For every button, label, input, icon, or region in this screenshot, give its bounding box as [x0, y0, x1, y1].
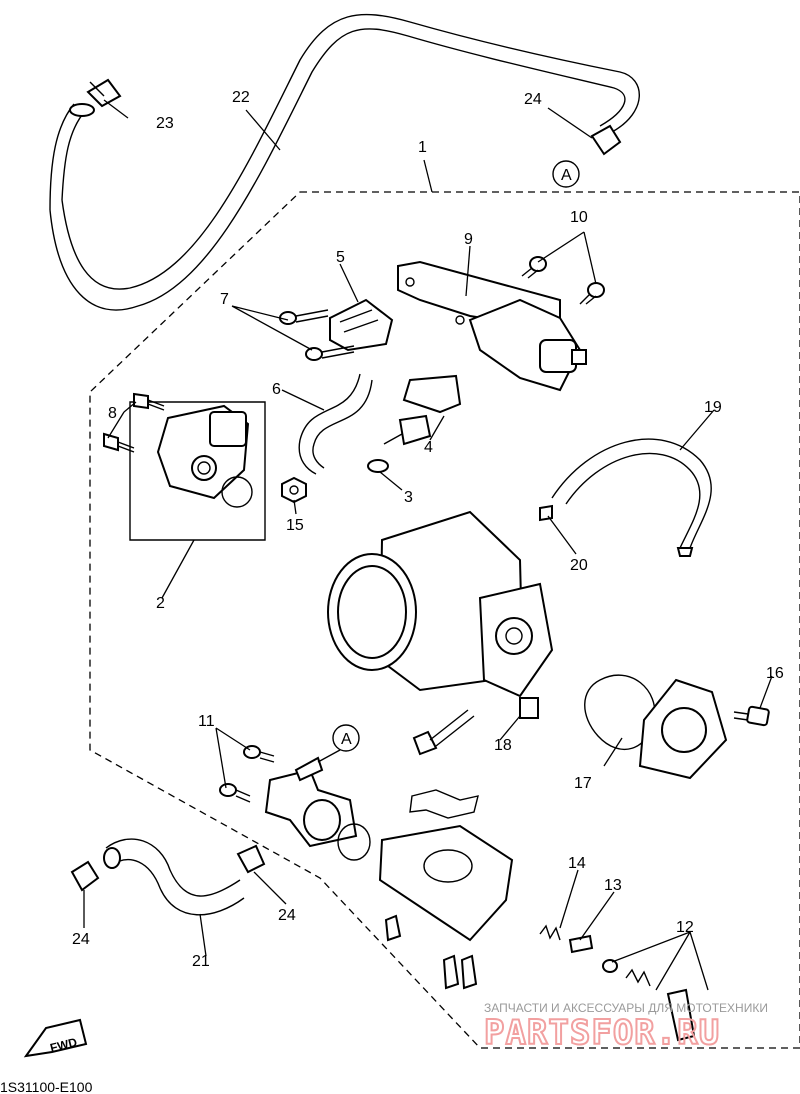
watermark-logo: PARTSFOR.RU	[484, 1013, 720, 1053]
clamp-24-right	[236, 844, 266, 874]
valve-actuator	[468, 298, 587, 392]
callout-16: 16	[766, 665, 784, 682]
callout-11: 11	[198, 713, 215, 730]
clamp-23	[86, 78, 122, 108]
diagram-code: 1S31100-E100	[0, 1079, 93, 1094]
callout-1: 1	[418, 139, 427, 156]
svg-text:A: A	[341, 731, 352, 748]
fwd-label: FWD	[49, 1035, 79, 1055]
screws-8	[103, 392, 165, 453]
cover-16	[638, 678, 728, 780]
leader-lines	[83, 99, 773, 991]
nut-15	[281, 476, 307, 504]
seal-3	[367, 459, 389, 473]
fitting-11	[264, 756, 358, 848]
o-ring-17	[584, 674, 656, 751]
hose-19	[551, 438, 712, 557]
throttle-sensor-2	[129, 401, 266, 541]
pin-13	[568, 934, 594, 954]
callout-17: 17	[574, 775, 592, 792]
callout-24-left: 24	[72, 931, 90, 948]
callout-19: 19	[704, 399, 722, 416]
callout-18: 18	[494, 737, 512, 754]
ref-mark-a-bottom: A	[332, 724, 360, 752]
o-ring-small	[337, 823, 371, 861]
callout-22: 22	[232, 89, 250, 106]
callout-14: 14	[568, 855, 586, 872]
screw-assy-12	[602, 959, 696, 1042]
callout-15: 15	[286, 517, 304, 534]
clamp-24-left	[70, 860, 100, 892]
callout-20: 20	[570, 557, 588, 574]
screw-16	[733, 705, 770, 727]
connector-5	[329, 298, 394, 352]
callout-21: 21	[192, 953, 210, 970]
callout-6: 6	[272, 381, 281, 398]
fwd-arrow-icon	[23, 1018, 88, 1058]
callout-24-right: 24	[278, 907, 296, 924]
base-plate	[378, 824, 514, 942]
assembly-outline	[89, 191, 800, 1049]
clamp-24-top	[590, 124, 622, 156]
throttle-body	[327, 510, 554, 698]
spring-14	[539, 924, 561, 941]
callout-24-top: 24	[524, 91, 542, 108]
callout-7: 7	[220, 291, 229, 308]
callout-12: 12	[676, 919, 694, 936]
callout-23: 23	[156, 115, 174, 132]
callout-5: 5	[336, 249, 345, 266]
callout-9: 9	[464, 231, 473, 248]
hose-22	[49, 13, 640, 311]
screws-bottom	[384, 914, 478, 990]
callout-2: 2	[156, 595, 165, 612]
callout-4: 4	[424, 439, 433, 456]
hose-21	[103, 838, 245, 916]
screws-11	[219, 745, 275, 803]
ref-mark-a-top: A	[552, 160, 580, 188]
gasket	[409, 789, 479, 819]
callout-10: 10	[570, 209, 588, 226]
callout-13: 13	[604, 877, 622, 894]
callout-8: 8	[108, 405, 117, 422]
cap-18	[519, 697, 539, 719]
injector-4	[383, 374, 462, 446]
watermark-tagline: ЗАПЧАСТИ И АКСЕССУАРЫ ДЛЯ МОТОТЕХНИКИ	[484, 1001, 768, 1015]
screws-10	[521, 256, 605, 305]
hose-6	[298, 373, 373, 475]
callout-3: 3	[404, 489, 413, 506]
adjust-bolt	[412, 709, 475, 756]
svg-text:A: A	[561, 167, 572, 184]
